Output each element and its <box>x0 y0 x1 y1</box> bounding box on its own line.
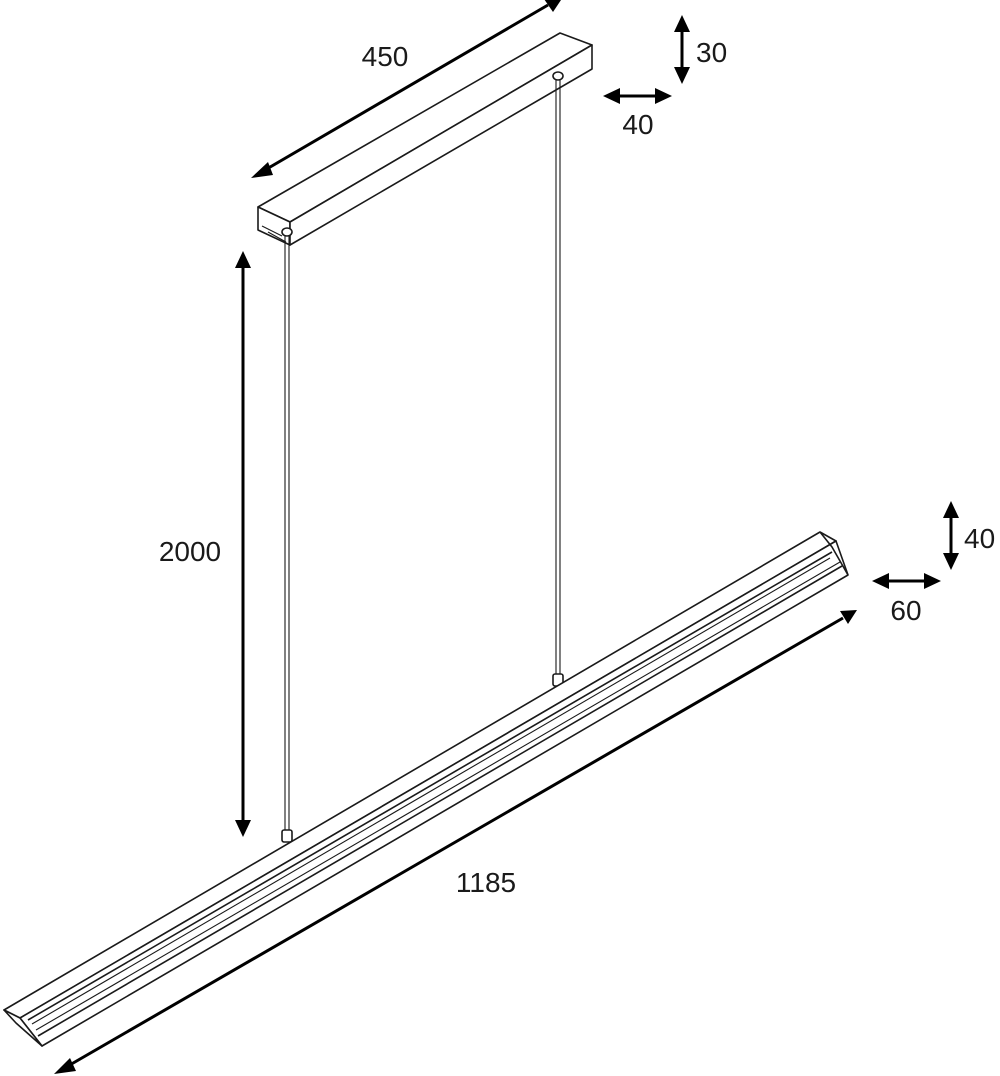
dimension-label-luminaire-height: 40 <box>964 523 995 554</box>
canopy <box>257 32 593 246</box>
cable-anchor-right <box>552 71 564 81</box>
luminaire-top-face <box>3 531 837 1019</box>
luminaire-end-right <box>819 531 849 576</box>
cable-gripper-left <box>281 829 293 843</box>
dimension-40-canopy: 40 <box>603 88 672 140</box>
canopy-bottom-edge <box>261 225 283 237</box>
dimension-450: 450 <box>251 0 561 178</box>
dimension-60: 60 <box>872 573 941 626</box>
dimension-label-suspension-length: 2000 <box>159 536 221 567</box>
canopy-side-face <box>289 44 593 246</box>
canopy-top-face <box>257 32 593 223</box>
luminaire <box>3 531 849 1047</box>
cable-anchor-left <box>281 227 293 237</box>
dimension-label-canopy-height: 30 <box>696 37 727 68</box>
dimension-30: 30 <box>674 15 727 84</box>
luminaire-groove-1 <box>27 551 833 1021</box>
canopy-bottom-edge-inner <box>267 231 287 243</box>
luminaire-groove-2 <box>31 557 831 1025</box>
dimension-2000: 2000 <box>159 251 251 837</box>
dimension-40-luminaire: 40 <box>943 501 995 570</box>
dimension-label-canopy-width: 40 <box>622 109 653 140</box>
dimension-1185: 1185 <box>54 610 857 1074</box>
dimension-label-canopy-length: 450 <box>362 41 409 72</box>
luminaire-groove-4 <box>37 565 843 1037</box>
luminaire-side-face <box>19 540 849 1047</box>
luminaire-groove-3 <box>35 561 841 1031</box>
dimension-label-luminaire-width: 60 <box>890 595 921 626</box>
luminaire-end-face <box>3 1009 43 1047</box>
dimension-label-luminaire-length: 1185 <box>456 867 516 898</box>
